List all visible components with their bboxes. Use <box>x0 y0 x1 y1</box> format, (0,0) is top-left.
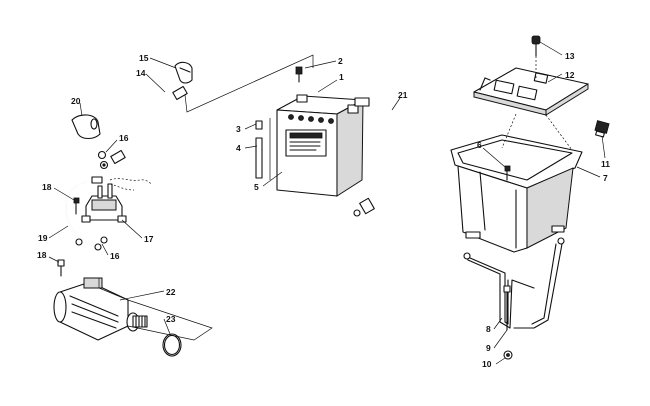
hold-down-plate <box>473 67 589 116</box>
battery-cable-21 <box>353 97 398 217</box>
callout-18-lower: 18 <box>37 250 47 260</box>
callout-5: 5 <box>254 182 259 192</box>
nut-16-upper <box>97 150 109 170</box>
callout-6: 6 <box>477 140 482 150</box>
battery-box <box>450 134 583 253</box>
callout-16-upper: 16 <box>119 133 129 143</box>
clip-bracket <box>594 120 610 138</box>
callout-2: 2 <box>338 56 343 66</box>
starter-cable-14 <box>103 85 188 165</box>
callout-15: 15 <box>139 53 149 63</box>
callout-18-upper: 18 <box>42 182 52 192</box>
vent-tube <box>255 120 263 179</box>
bolt-9 <box>503 285 511 331</box>
callout-17: 17 <box>144 234 154 244</box>
callout-23: 23 <box>166 314 176 324</box>
boot-20 <box>71 114 101 140</box>
cable-19 <box>65 176 103 251</box>
callout-11: 11 <box>601 159 610 169</box>
terminal-boot-15 <box>174 61 193 84</box>
battery-strap <box>463 237 565 329</box>
battery <box>276 94 364 197</box>
callout-16-lower: 16 <box>110 251 120 261</box>
knob-13 <box>531 35 541 57</box>
callout-labels: 1 2 3 4 5 6 7 8 9 10 11 12 13 14 15 16 1… <box>37 51 610 369</box>
nut-16-lower <box>75 236 108 246</box>
callout-8: 8 <box>486 324 491 334</box>
callout-4: 4 <box>236 143 241 153</box>
callout-19: 19 <box>38 233 48 243</box>
leader-lines <box>48 41 606 365</box>
callout-7: 7 <box>603 173 608 183</box>
starter-motor <box>53 277 148 341</box>
assembly-reference-lines <box>98 54 314 341</box>
bolt-18-upper <box>73 197 80 215</box>
callout-14: 14 <box>136 68 146 78</box>
callout-13: 13 <box>565 51 575 61</box>
bolt-18-lower <box>57 259 65 277</box>
callout-3: 3 <box>236 124 241 134</box>
o-ring <box>162 333 182 357</box>
screw-6 <box>504 165 511 181</box>
callout-20: 20 <box>71 96 81 106</box>
starter-solenoid <box>81 183 127 223</box>
nut-10 <box>503 350 513 360</box>
callout-21: 21 <box>398 90 408 100</box>
callout-1: 1 <box>339 72 344 82</box>
callout-12: 12 <box>565 70 575 80</box>
terminal-bolt <box>295 66 303 83</box>
callout-10: 10 <box>482 359 492 369</box>
callout-9: 9 <box>486 343 491 353</box>
callout-22: 22 <box>166 287 176 297</box>
